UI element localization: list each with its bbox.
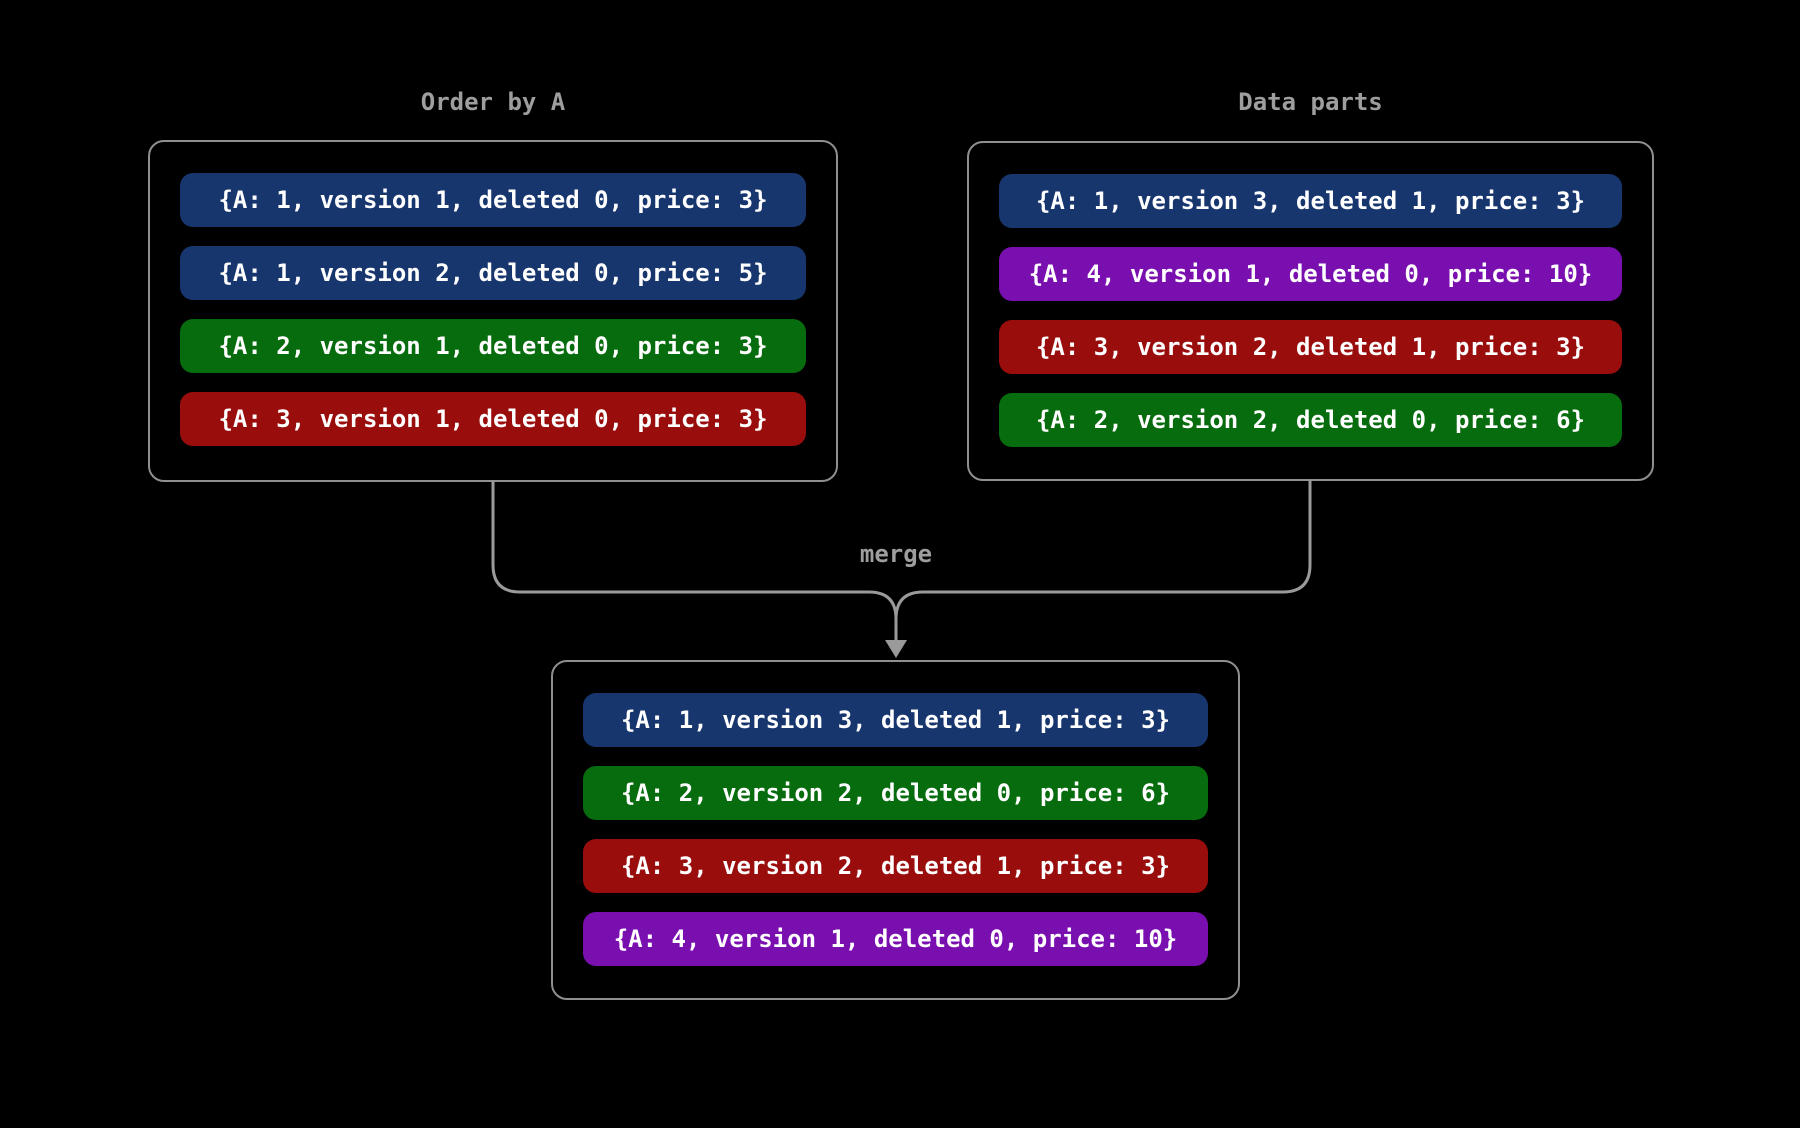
merge-label: merge (859, 540, 933, 568)
data-row: {A: 2, version 2, deleted 0, price: 6} (583, 766, 1208, 820)
order-by-a-panel: {A: 1, version 1, deleted 0, price: 3} {… (148, 140, 838, 482)
data-row: {A: 2, version 1, deleted 0, price: 3} (180, 319, 806, 373)
data-parts-title: Data parts (1238, 88, 1383, 116)
data-row: {A: 1, version 3, deleted 1, price: 3} (999, 174, 1622, 228)
data-row: {A: 3, version 2, deleted 1, price: 3} (999, 320, 1622, 374)
data-row: {A: 1, version 2, deleted 0, price: 5} (180, 246, 806, 300)
data-row: {A: 3, version 1, deleted 0, price: 3} (180, 392, 806, 446)
data-row: {A: 3, version 2, deleted 1, price: 3} (583, 839, 1208, 893)
merged-panel: {A: 1, version 3, deleted 1, price: 3} {… (551, 660, 1240, 1000)
data-row: {A: 2, version 2, deleted 0, price: 6} (999, 393, 1622, 447)
data-row: {A: 4, version 1, deleted 0, price: 10} (583, 912, 1208, 966)
data-row: {A: 1, version 1, deleted 0, price: 3} (180, 173, 806, 227)
data-parts-panel: {A: 1, version 3, deleted 1, price: 3} {… (967, 141, 1654, 481)
data-row: {A: 1, version 3, deleted 1, price: 3} (583, 693, 1208, 747)
arrow-down-icon (885, 640, 907, 658)
data-row: {A: 4, version 1, deleted 0, price: 10} (999, 247, 1622, 301)
order-by-a-title: Order by A (420, 88, 566, 116)
